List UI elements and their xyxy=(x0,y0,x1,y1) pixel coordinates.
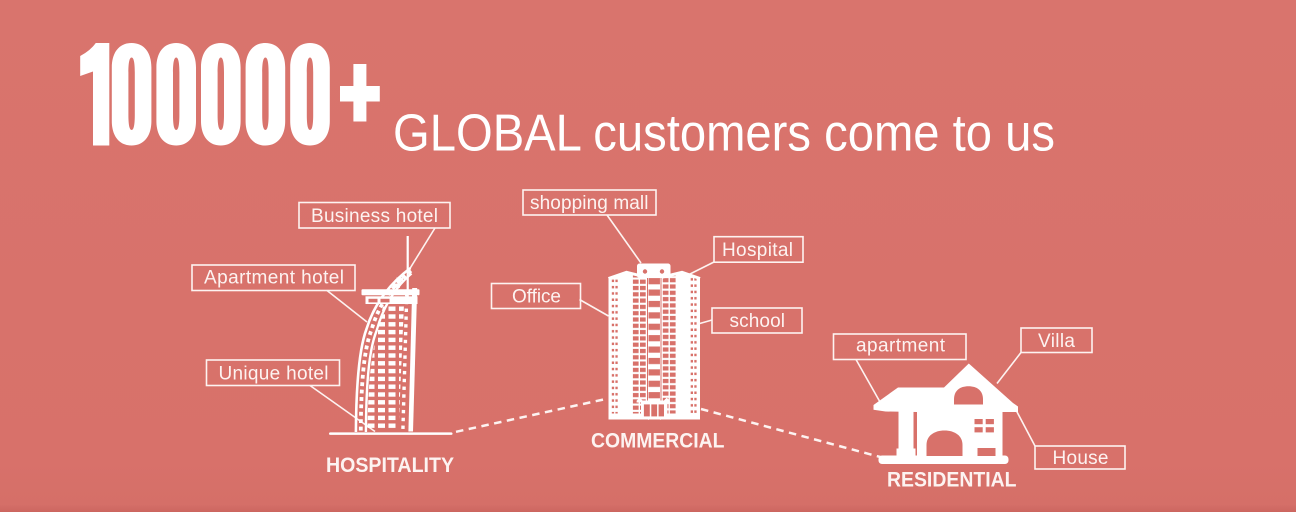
svg-text:Hospital: Hospital xyxy=(722,240,793,261)
svg-text:GLOBAL customers come to us: GLOBAL customers come to us xyxy=(393,104,1055,162)
svg-text:apartment: apartment xyxy=(856,336,946,357)
svg-text:Villa: Villa xyxy=(1038,331,1075,352)
svg-text:RESIDENTIAL: RESIDENTIAL xyxy=(887,469,1017,492)
svg-text:Office: Office xyxy=(512,287,561,308)
svg-text:House: House xyxy=(1053,448,1109,469)
svg-text:Unique hotel: Unique hotel xyxy=(219,364,329,385)
svg-text:HOSPITALITY: HOSPITALITY xyxy=(326,454,454,477)
svg-text:Business hotel: Business hotel xyxy=(311,206,438,227)
svg-text:school: school xyxy=(730,311,786,332)
svg-text:COMMERCIAL: COMMERCIAL xyxy=(591,430,725,453)
svg-text:Apartment hotel: Apartment hotel xyxy=(204,268,344,289)
svg-text:shopping mall: shopping mall xyxy=(530,193,649,214)
